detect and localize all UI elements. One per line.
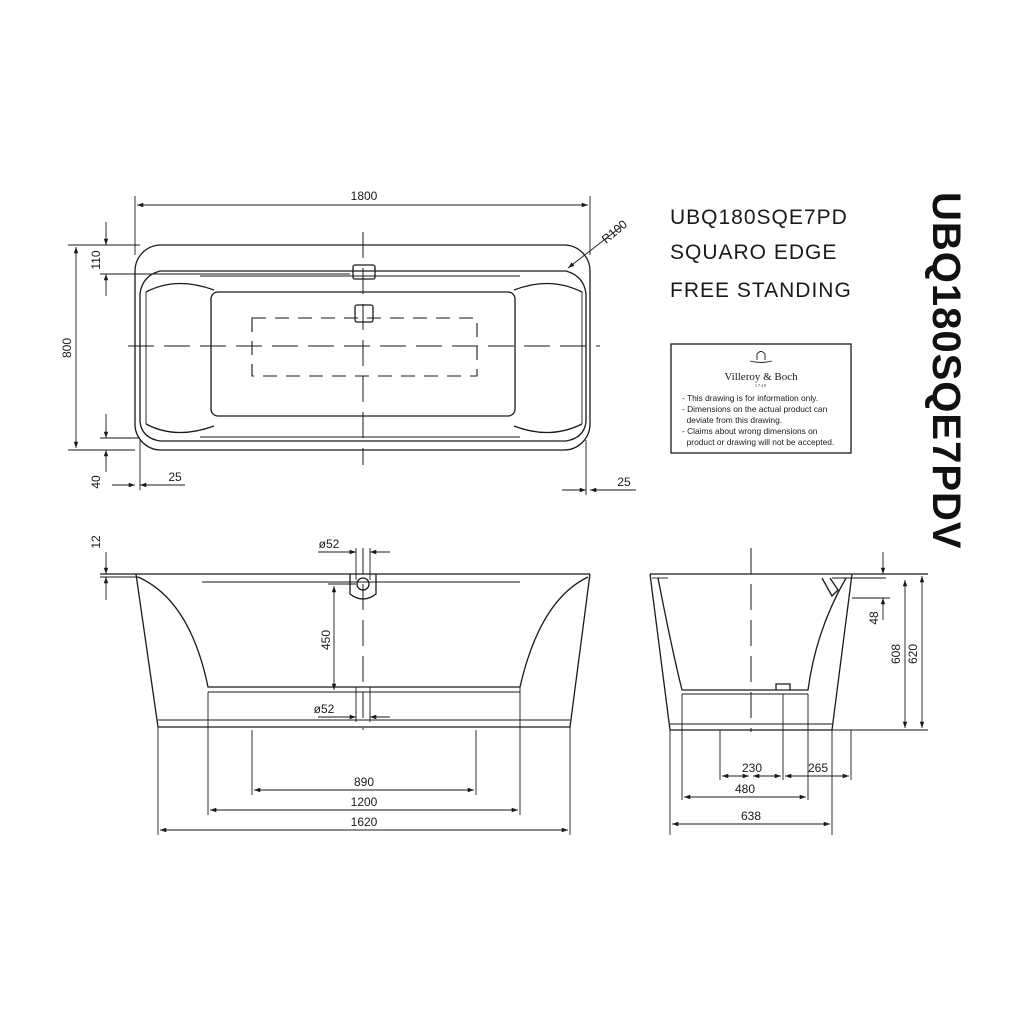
dim-drain-offset-label: 230: [742, 761, 762, 775]
notice-line-3: deviate from this drawing.: [682, 415, 782, 425]
model-code: UBQ180SQE7PD: [670, 206, 848, 229]
dim-base-depth-label: 480: [735, 782, 755, 796]
disclaimer-box: Villeroy & Boch 1748 - This drawing is f…: [670, 343, 852, 454]
notice-line-5: product or drawing will not be accepted.: [682, 437, 834, 447]
front-outer-shell: [135, 573, 591, 728]
side-basin-curve: [657, 577, 847, 691]
dim-total-height-label: 620: [906, 644, 920, 664]
vertical-model-code: UBQ180SQE7PDV: [924, 192, 968, 550]
dim-rim-height-label: 12: [89, 535, 103, 549]
side-view: 48 608 620 230 265 480 638: [649, 548, 928, 835]
dim-offset-left-label: 25: [168, 470, 182, 484]
brand-year: 1748: [755, 383, 767, 388]
dim-base-width-label: 1200: [351, 795, 378, 809]
overflow-fitting-front: [349, 574, 377, 600]
dim-overflow-drain-label: 450: [319, 630, 333, 650]
top-dashed-zone: [251, 317, 478, 377]
product-line: SQUARO EDGE: [670, 241, 837, 264]
install-type: FREE STANDING: [670, 279, 852, 302]
top-rim-outline: [139, 270, 587, 442]
dim-edge-bottom-label: 40: [89, 475, 103, 489]
notice-line-1: - This drawing is for information only.: [682, 393, 818, 403]
brand-name: Villeroy & Boch: [724, 371, 798, 383]
dim-side-offset-label: 265: [808, 761, 828, 775]
title-block: UBQ180SQE7PD SQUARO EDGE FREE STANDING U…: [670, 192, 968, 550]
dim-base-outer-label: 1620: [351, 815, 378, 829]
notice-line-2: - Dimensions on the actual product can: [682, 404, 828, 414]
dim-inner-floor-label: 890: [354, 775, 374, 789]
dim-width-label: 800: [60, 338, 74, 358]
dim-drain-label: ø52: [314, 702, 335, 716]
overflow-fitting-side: [821, 577, 839, 598]
dim-length-label: 1800: [351, 189, 378, 203]
dim-offset-right-label: 25: [617, 475, 631, 489]
dim-inner-height-label: 608: [889, 644, 903, 664]
dim-rim-label: 110: [89, 250, 103, 269]
top-basin-curve: [145, 282, 583, 434]
dim-radius-label: R100: [599, 217, 630, 246]
dim-outer-depth-label: 638: [741, 809, 761, 823]
notice-line-4: - Claims about wrong dimensions on: [682, 426, 818, 436]
top-view: 1800 800 110 40 25 25 R100: [60, 189, 636, 495]
overflow-fitting-top: [352, 264, 376, 280]
drain-fitting-top: [354, 304, 374, 323]
dim-overflow-depth-label: 48: [867, 611, 881, 625]
radius-leader: [567, 225, 623, 269]
brand-logo: Villeroy & Boch 1748: [724, 351, 798, 388]
dim-overflow-label: ø52: [319, 537, 340, 551]
front-view: ø52 ø52 450 12 890 1200 1620: [89, 535, 591, 835]
